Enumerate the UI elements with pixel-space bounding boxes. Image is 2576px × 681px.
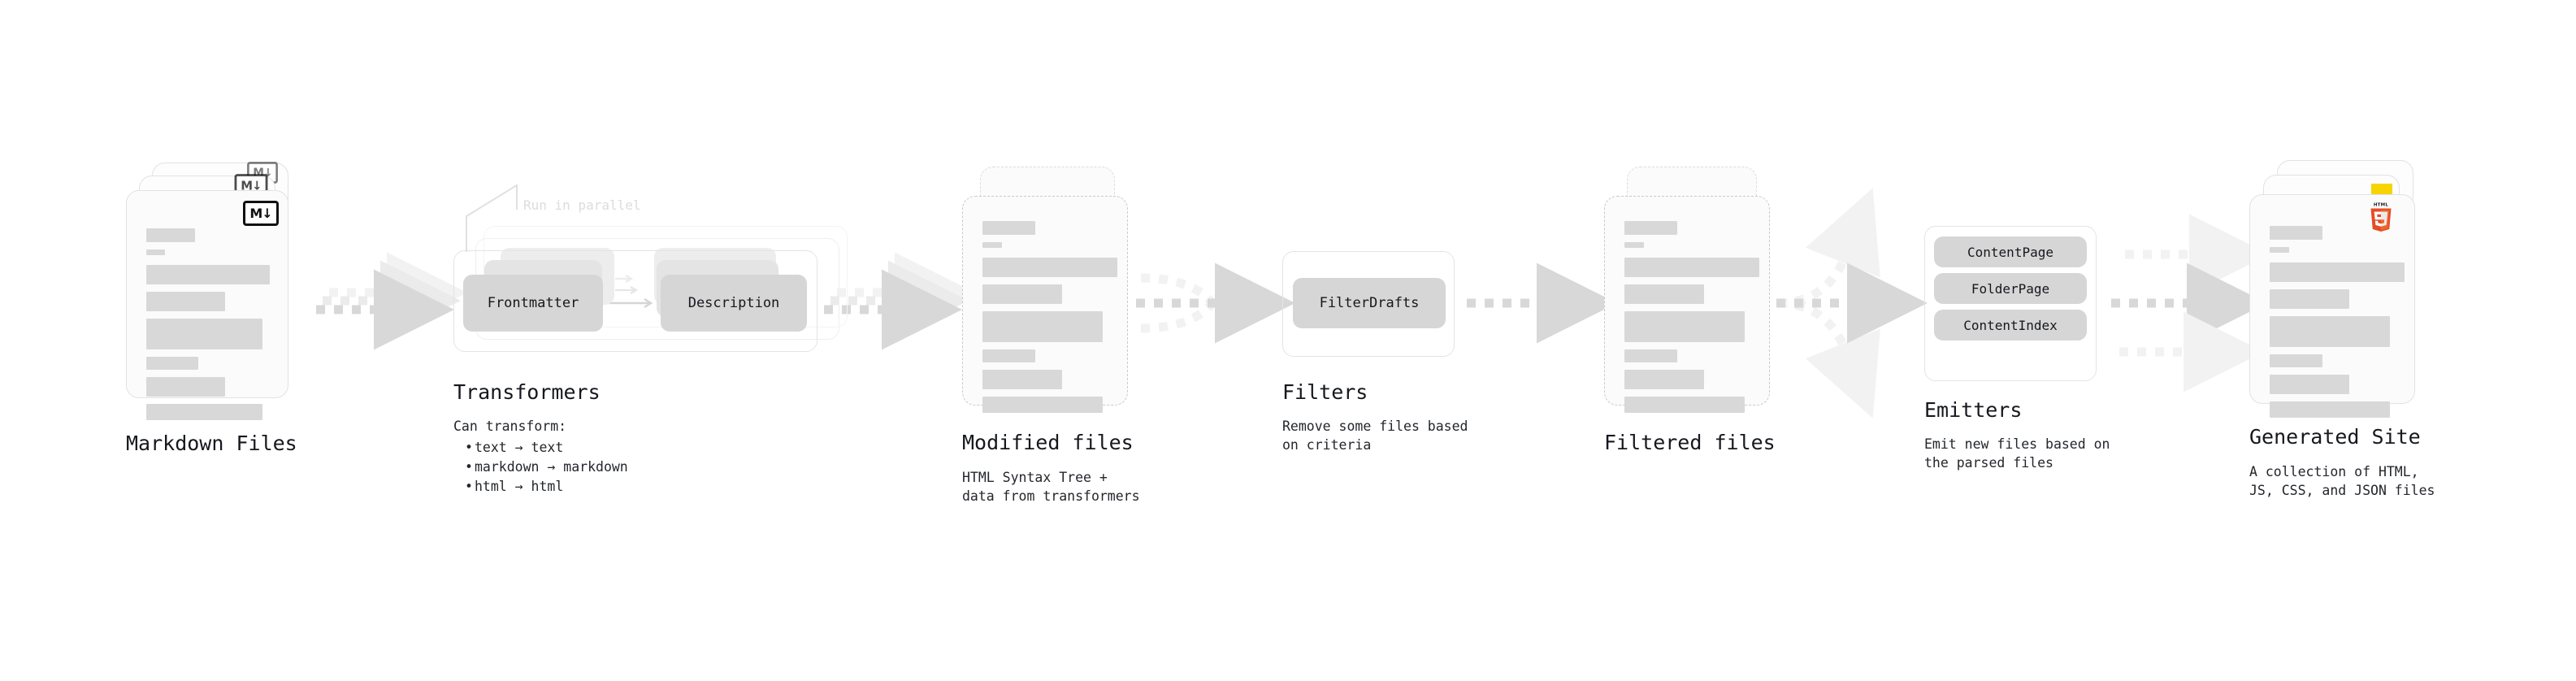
stage-title-markdown-files: Markdown Files <box>126 432 297 455</box>
file-card-front: M↓ <box>126 190 288 420</box>
stage-title-generated-site: Generated Site <box>2249 425 2421 449</box>
content-line <box>2270 247 2289 253</box>
content-line <box>1624 221 1677 235</box>
stage-title-modified-files: Modified files <box>962 431 1134 454</box>
stage-subtitle-generated-site: A collection of HTML, JS, CSS, and JSON … <box>2249 464 2435 499</box>
transformers-bullet: html → html <box>465 477 628 497</box>
stage-title-emitters: Emitters <box>1924 398 2023 422</box>
content-line <box>146 357 198 370</box>
transformers-bullet-list: text → text markdown → markdown html → h… <box>453 438 628 497</box>
transformers-capabilities: Can transform: text → text markdown → ma… <box>453 417 628 497</box>
file-card-front <box>1604 196 1770 413</box>
content-line <box>146 404 262 420</box>
stage-title-filtered-files: Filtered files <box>1604 431 1776 454</box>
content-line <box>982 284 1062 304</box>
content-line <box>2270 316 2390 347</box>
content-line <box>2270 289 2349 309</box>
emitters-chip-folderpage[interactable]: FolderPage <box>1934 273 2087 304</box>
stage-subtitle-modified-files: HTML Syntax Tree + data from transformer… <box>962 470 1140 505</box>
transformers-bullet: markdown → markdown <box>465 458 628 477</box>
transformers-lead: Can transform: <box>453 419 567 434</box>
content-line <box>982 311 1103 342</box>
emitters-group-box[interactable] <box>1924 226 2097 381</box>
content-line <box>1624 349 1677 362</box>
content-line <box>2270 354 2322 367</box>
content-line <box>146 249 165 255</box>
file-card-front: HTML <box>2249 194 2415 418</box>
transformer-group-front[interactable] <box>453 250 817 352</box>
transformers-bullet: text → text <box>465 438 628 458</box>
content-line <box>1624 258 1759 277</box>
file-content-lines <box>982 221 1117 420</box>
content-line <box>982 397 1103 413</box>
emitters-chip-contentindex[interactable]: ContentIndex <box>1934 310 2087 340</box>
file-card-front <box>962 196 1128 413</box>
filters-group-box[interactable] <box>1282 251 1455 357</box>
content-line <box>146 377 225 397</box>
content-line <box>982 242 1002 248</box>
content-line <box>1624 284 1704 304</box>
content-line <box>982 221 1035 235</box>
file-content-lines <box>1624 221 1759 420</box>
html5-badge-icon: HTML <box>2370 203 2392 232</box>
content-line <box>982 258 1117 277</box>
js-badge-icon <box>2371 184 2392 194</box>
content-line <box>2270 375 2349 394</box>
content-line <box>1624 311 1745 342</box>
file-content-lines <box>2270 226 2405 425</box>
filters-chip-filterdrafts[interactable]: FilterDrafts <box>1293 278 1446 328</box>
transformer-chip-description[interactable]: Description <box>661 275 807 332</box>
markdown-badge-icon: M↓ <box>243 201 279 226</box>
content-line <box>2270 401 2390 418</box>
content-line <box>146 292 225 311</box>
connector-modified-to-filters <box>1136 262 1295 344</box>
stage-title-transformers: Transformers <box>453 380 601 404</box>
content-line <box>1624 397 1745 413</box>
file-content-lines <box>146 228 270 427</box>
content-line <box>982 370 1062 389</box>
content-line <box>982 349 1035 362</box>
content-line <box>2270 226 2322 240</box>
svg-text:HTML: HTML <box>2374 203 2389 208</box>
transformer-chip-frontmatter[interactable]: Frontmatter <box>463 275 603 332</box>
stage-subtitle-emitters: Emit new files based on the parsed files <box>1924 436 2110 471</box>
connector-md-to-transformers <box>316 252 467 350</box>
content-line <box>1624 242 1644 248</box>
connector-emitters-to-site <box>2111 214 2270 393</box>
content-line <box>2270 262 2405 282</box>
connector-filtered-to-emitters <box>1776 188 1928 419</box>
stage-subtitle-filters: Remove some files based on criteria <box>1282 419 1468 453</box>
content-line <box>146 228 195 242</box>
run-in-parallel-label: Run in parallel <box>523 197 641 213</box>
stage-title-filters: Filters <box>1282 380 1368 404</box>
emitters-chip-contentpage[interactable]: ContentPage <box>1934 236 2087 267</box>
content-line <box>146 265 270 284</box>
content-line <box>1624 370 1704 389</box>
content-line <box>146 319 262 349</box>
